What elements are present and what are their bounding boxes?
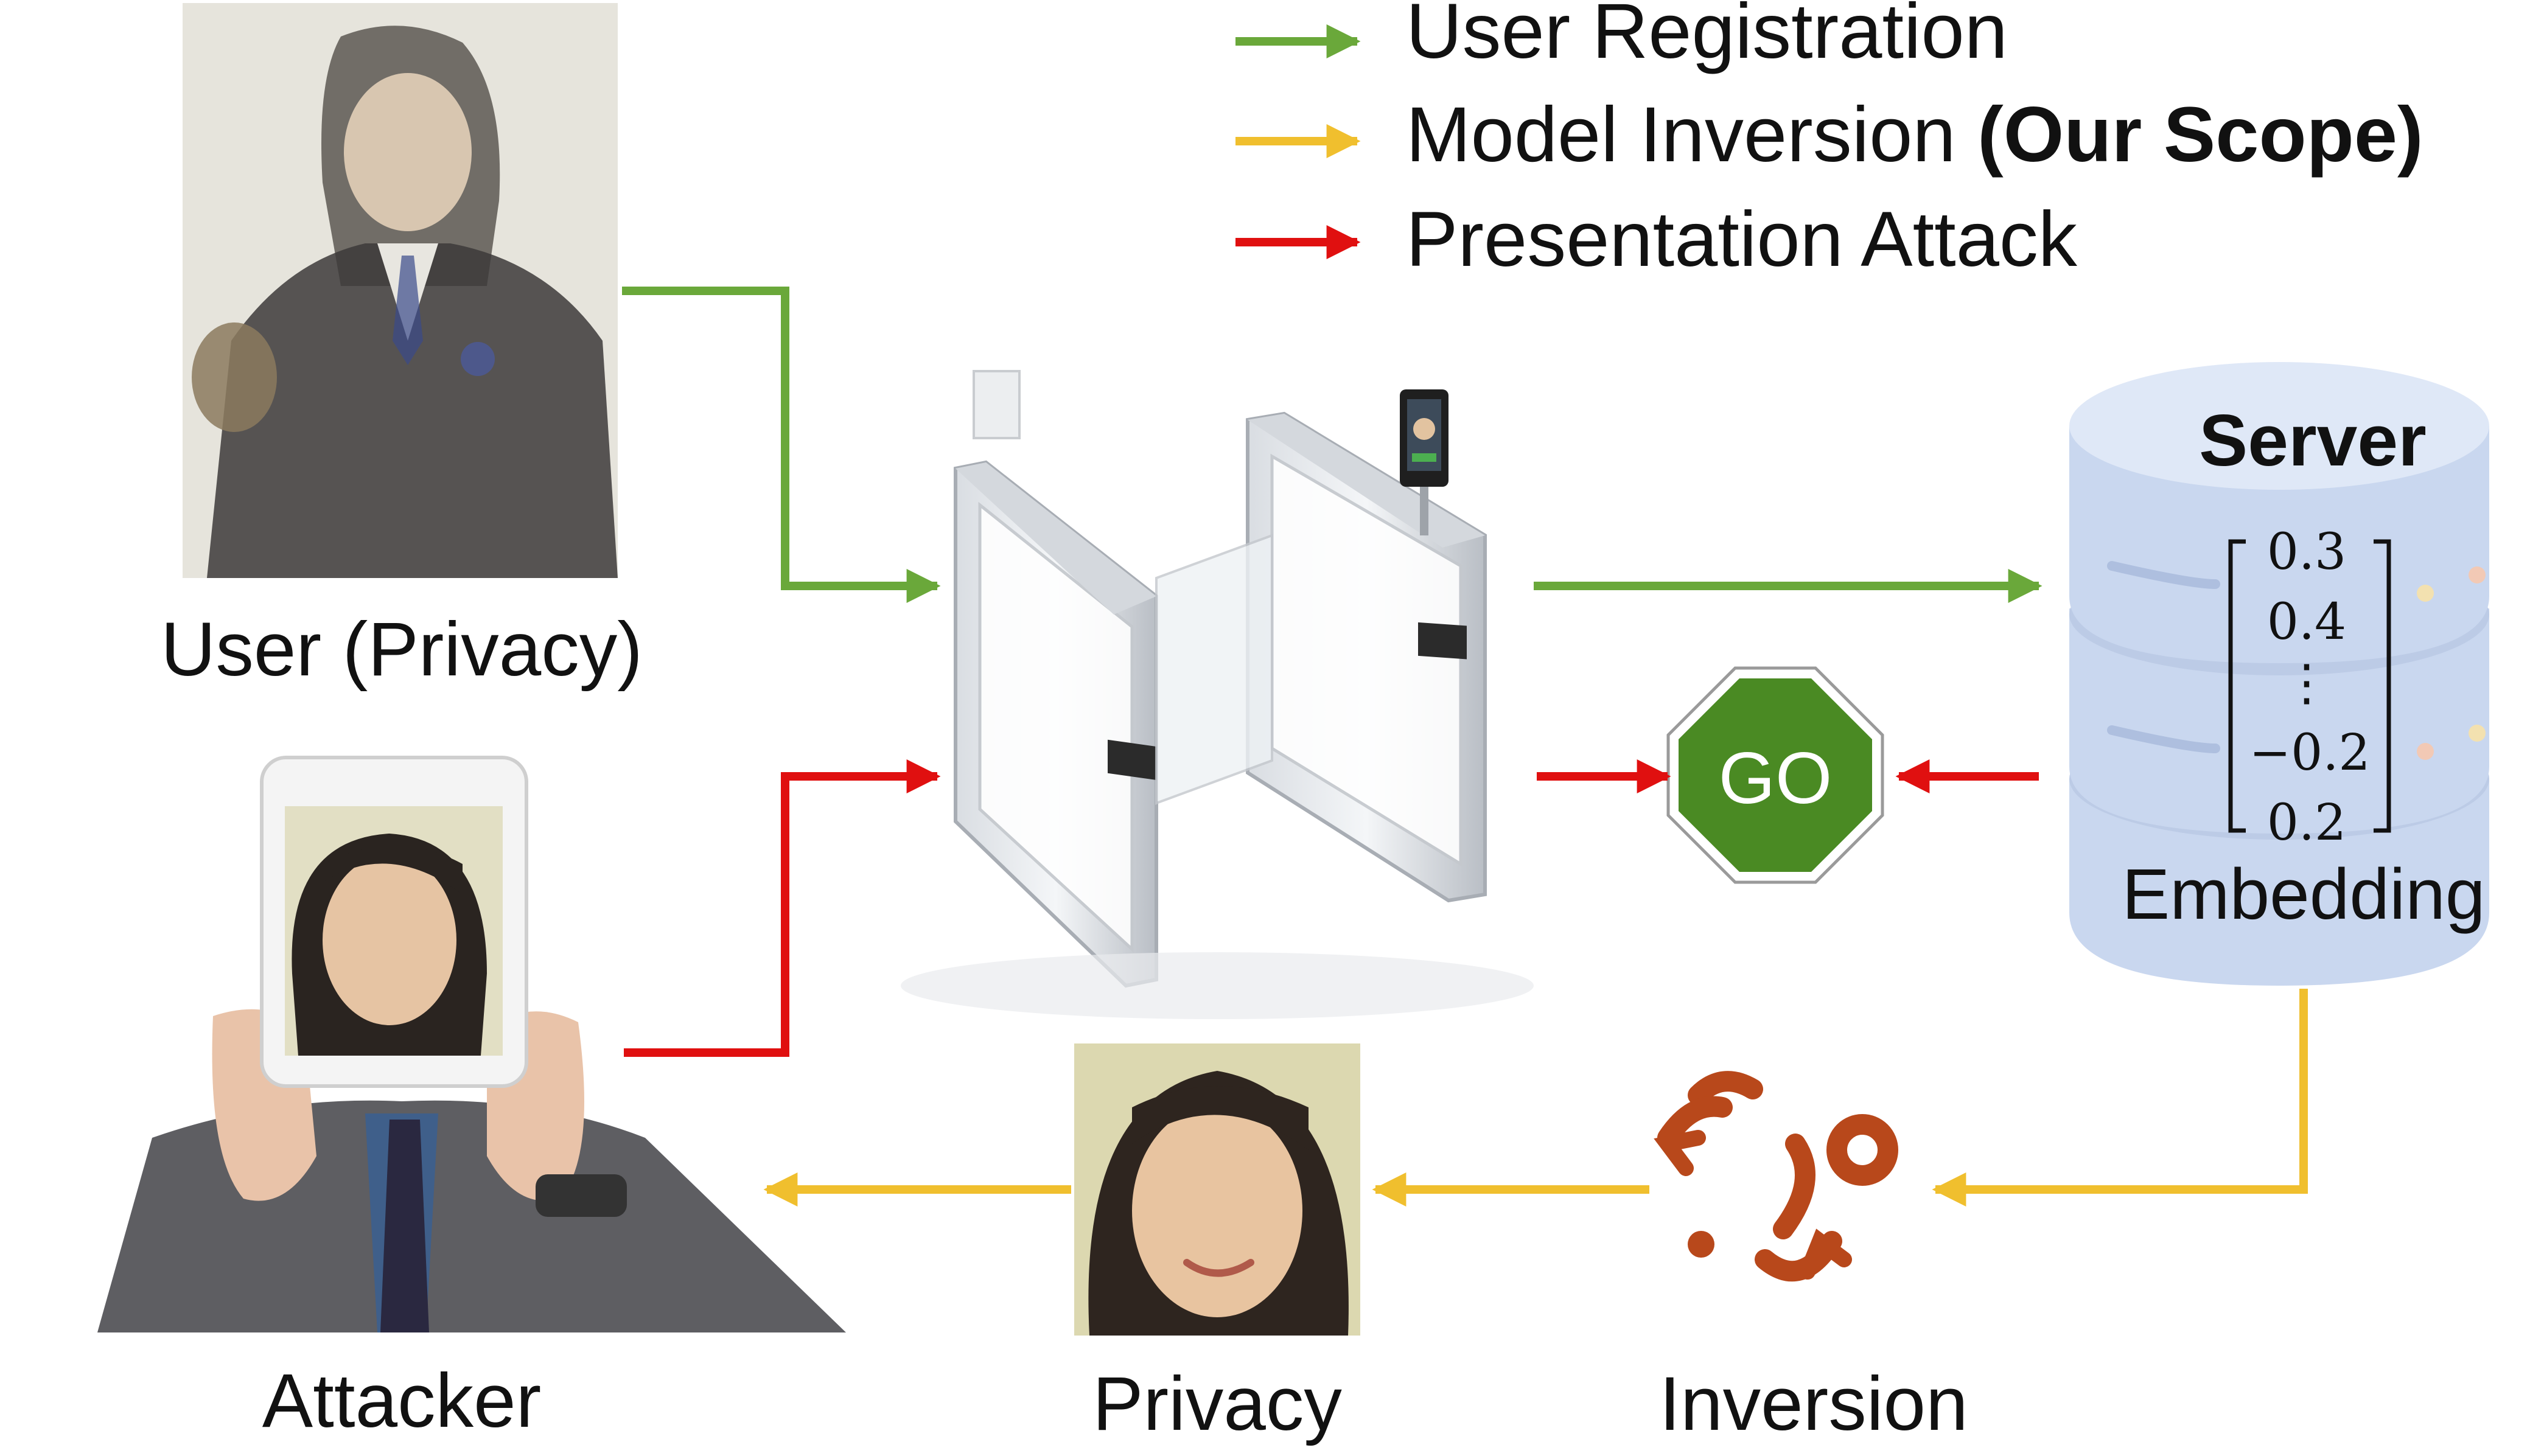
legend-label-inversion: Model Inversion (Our Scope) (1406, 91, 2423, 178)
legend: User Registration Model Inversion (Our S… (1235, 0, 2423, 283)
legend-item-attack: Presentation Attack (1235, 196, 2078, 283)
legend-item-registration: User Registration (1235, 0, 2008, 75)
embedding-label: Embedding (2122, 854, 2486, 935)
vector-entry: 0.3 (2267, 523, 2346, 581)
arrow-user-to-gate (622, 287, 941, 603)
user-robe (207, 243, 618, 578)
inversion-icon-dot (1688, 1231, 1714, 1258)
server-led (2417, 585, 2434, 602)
inversion-label: Inversion (1659, 1362, 1968, 1446)
legend-item-inversion: Model Inversion (Our Scope) (1235, 91, 2423, 178)
server-lid (2069, 362, 2489, 490)
server-led (2469, 566, 2486, 583)
user-label: User (Privacy) (161, 607, 643, 692)
attacker-label: Attacker (262, 1359, 542, 1443)
legend-label-inversion-scope: (Our Scope) (1977, 91, 2423, 178)
vector-entry: ⋮ (2282, 654, 2332, 712)
tablet-face (323, 855, 456, 1025)
owl-icon (192, 322, 277, 432)
user-face (344, 73, 472, 231)
inversion-icon-ring (1826, 1114, 1898, 1186)
server-led (2417, 743, 2434, 760)
go-sign: GO (1666, 666, 1884, 884)
server-database: Server 0.3 0.4 ⋮ −0.2 0.2 Embedding (2069, 362, 2489, 986)
go-sign-octagon (1679, 678, 1872, 872)
privacy-face (1132, 1104, 1302, 1317)
legend-label-inversion-main: Model Inversion (1406, 91, 1977, 178)
privacy-label: Privacy (1092, 1362, 1342, 1446)
server-led (2469, 725, 2486, 742)
go-sign-label: GO (1719, 737, 1833, 819)
attacker-suit (97, 1100, 846, 1332)
user-photo (183, 3, 618, 578)
vector-entry: −0.2 (2249, 724, 2370, 782)
vector-right-bracket (2374, 539, 2391, 833)
gate-glass-flap (1155, 534, 1273, 805)
privacy-photo (1074, 1043, 1360, 1336)
arrow-attacker-to-gate (624, 759, 941, 1057)
watch-icon (536, 1174, 627, 1217)
vector-entry: 0.2 (2267, 794, 2346, 852)
terminal-status-light (1412, 453, 1436, 462)
inversion-icon-arc-top (1688, 1071, 1763, 1106)
gate-left-sensor (1108, 739, 1156, 781)
server-disk-top (2069, 426, 2489, 663)
legend-label-attack: Presentation Attack (1406, 196, 2078, 283)
attacker-figure (97, 756, 846, 1332)
gate-right-sensor (1418, 622, 1467, 660)
vector-left-bracket (2228, 539, 2246, 833)
legend-label-registration: User Registration (1406, 0, 2008, 75)
inversion-icon (1654, 1071, 1898, 1282)
server-label: Server (2199, 400, 2427, 481)
arrow-server-to-inversion (1932, 989, 2308, 1207)
turnstile-gate (901, 370, 1534, 1019)
card-reader-icon (973, 370, 1021, 439)
vector-entry: 0.4 (2267, 593, 2346, 651)
